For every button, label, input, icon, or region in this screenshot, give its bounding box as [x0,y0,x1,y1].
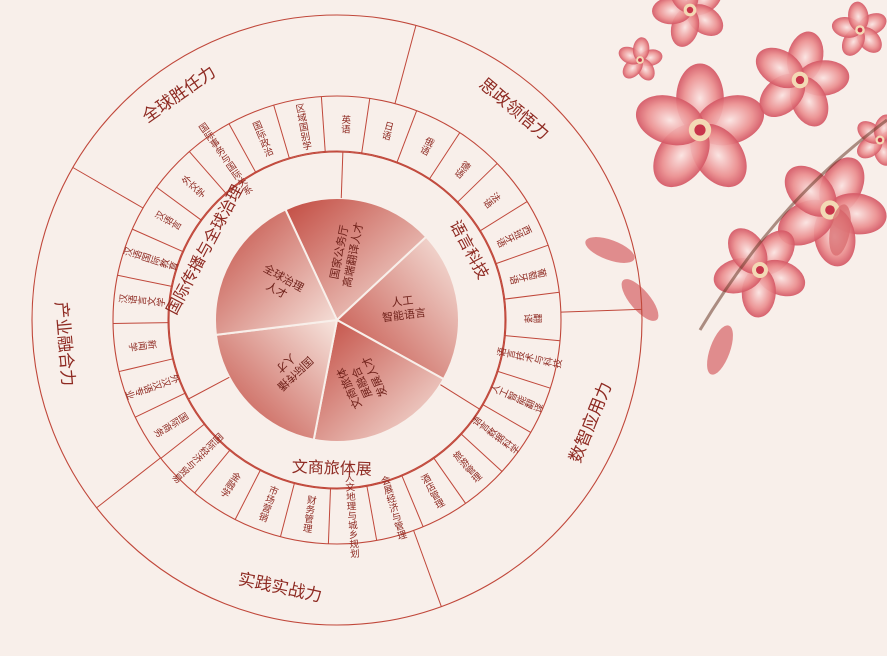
course-divider [228,123,257,174]
outer-ring-label: 思政领悟力 [475,74,553,144]
course-label: 德语 [451,157,473,180]
course-label: 日语 [379,120,395,142]
blossom-flower [831,1,887,56]
course-label: 市场营销 [255,483,280,524]
course-label: 人工智能翻译 [488,382,546,416]
cherry-blossom-decoration [585,0,887,375]
course-divider [273,104,291,159]
outer-ring-label: 实践实战力 [236,569,323,606]
blossom-flower [618,37,663,81]
course-divider [327,487,332,544]
course-divider [194,449,231,494]
core-segment [312,318,446,443]
course-label: 汉语言文学 [118,293,166,309]
middle-ring-label: 文商旅体展 [292,457,373,479]
outer-divider [394,25,417,104]
middle-divider [340,152,344,199]
course-divider [366,485,378,541]
course-label: 财务管理 [300,494,317,534]
course-label: 区域国别学 [293,103,313,152]
course-divider [134,392,186,418]
outer-divider [72,167,144,209]
ring-circle [112,95,562,545]
blossom-flower [755,31,850,127]
course-divider [428,132,461,180]
ring-circle [167,150,507,490]
middle-divider [440,384,480,410]
course-label: 语言数据科学 [469,414,522,457]
course-divider [479,201,528,232]
course-divider [234,469,262,520]
ring-dividers [72,25,642,607]
ring-circle [168,151,506,489]
outer-ring-label: 产业融合力 [50,301,77,387]
course-divider [156,186,202,221]
course-label: 俄语 [416,134,436,158]
course-label: 汉语国际教育 [121,246,180,275]
core-segment-label: 人工智能语言 [380,292,427,324]
course-divider [117,274,173,287]
core-segment [214,318,339,441]
course-divider [482,403,531,433]
course-label: 国际经济与贸易 [169,430,225,485]
course-label: 语言技术与科技 [495,346,563,371]
outer-divider [560,308,642,313]
ring-circle [31,14,643,626]
course-divider [503,291,560,300]
blossom-flower [652,0,724,47]
course-label: 翻译 [523,311,543,323]
course-label: 汉语言 [152,209,183,234]
outer-divider [96,457,161,509]
course-label: 会展经济与管理 [378,474,408,542]
blossom-flower [635,63,765,188]
course-label: 旅游管理 [449,448,483,485]
course-divider [132,228,184,253]
course-divider [456,163,498,203]
course-label: 西班牙语 [493,222,533,249]
core-segment [335,235,460,381]
course-divider [320,96,326,153]
course-label: 新闻学 [128,337,158,352]
course-divider [113,322,170,325]
course-label: 葡萄牙语 [507,265,548,286]
course-label: 人文地理与城乡规划 [342,472,360,558]
course-label: 外交学 [178,173,207,201]
course-divider [361,98,371,154]
course-divider [118,358,174,373]
course-label: 国际商务 [151,409,190,440]
course-label: 法语 [480,188,503,210]
course-divider [495,244,549,265]
core-segment-label: 文商旅体展融合发展人才 [333,354,390,412]
course-divider [401,474,424,527]
course-divider [396,110,418,164]
course-divider [496,370,551,389]
course-divider [160,423,206,459]
core-segment [284,197,428,322]
course-label: 金融学 [217,468,243,499]
course-label: 国际政治 [249,119,275,159]
outer-divider [413,530,442,607]
course-label: 外汉汉语专业 [124,371,182,401]
course-divider [433,457,467,504]
middle-divider [188,376,230,400]
course-divider [460,433,503,472]
blossom-flower [713,228,806,318]
course-label: 国际事务与国际关系 [195,121,254,198]
outer-ring-label: 数智应用力 [566,379,616,465]
blossom-flower [856,114,887,166]
outer-ring-label: 全球胜任力 [139,62,220,127]
course-label: 酒店管理 [418,472,447,511]
course-divider [279,482,296,537]
course-divider [504,335,561,342]
core-segment [214,208,339,336]
course-divider [188,151,227,195]
course-label: 英语 [339,114,352,135]
